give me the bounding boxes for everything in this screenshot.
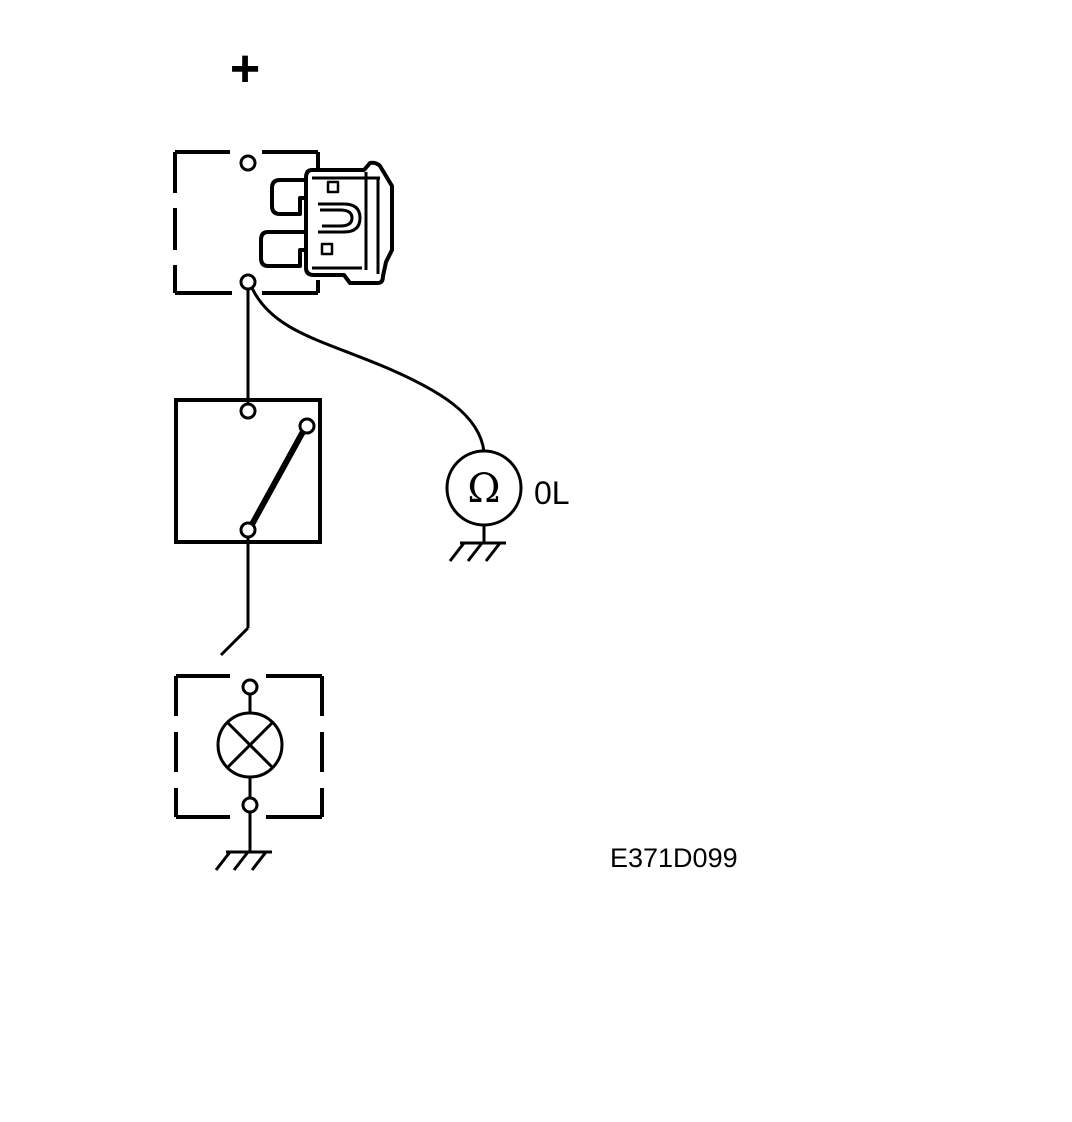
ohm-symbol: Ω <box>467 466 500 512</box>
switch-terminal-top <box>239 402 257 420</box>
probe-wire <box>250 287 486 453</box>
figure-code-label: E371D099 <box>610 843 738 873</box>
switch-contact <box>298 417 316 435</box>
lamp-terminal-top <box>241 678 259 696</box>
switch-lever <box>247 426 308 530</box>
fuse-terminal-top <box>239 154 257 172</box>
lamp-icon <box>216 711 284 779</box>
blade-fuse-icon <box>259 160 394 285</box>
meter-reading-label: 0L <box>534 475 570 511</box>
fuse-terminal-bottom <box>239 273 257 291</box>
ground-icon <box>214 850 272 871</box>
supply-plus-label: + <box>230 40 260 98</box>
fuse-box <box>173 150 320 295</box>
wire-open-circuit <box>219 626 250 657</box>
switch-box <box>174 398 322 544</box>
ground-icon <box>448 541 506 562</box>
lamp-box <box>174 674 324 819</box>
lamp-terminal-bottom <box>241 796 259 814</box>
switch-terminal-bottom <box>239 521 257 539</box>
